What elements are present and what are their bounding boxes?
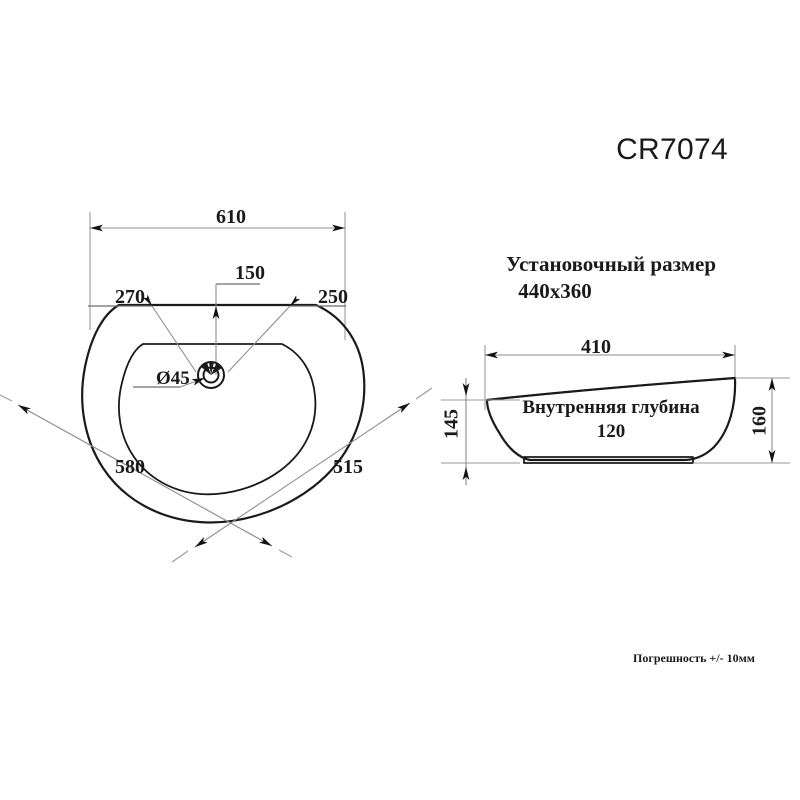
basin-outer-outline <box>81 303 366 524</box>
dimension-label-left-height: 145 <box>440 409 463 439</box>
install-size-title: Установочный размер <box>505 252 717 276</box>
inner-depth-label: Внутренняя глубина <box>522 397 700 418</box>
dimension-rear-right-radius <box>227 295 346 373</box>
overall-width-extension-lines <box>89 212 346 340</box>
basin-rim-top-line <box>486 377 736 401</box>
drain-symbol <box>197 361 225 389</box>
side-view-group <box>441 345 790 485</box>
dimension-drain-offset <box>212 283 260 375</box>
dimension-diagonal-580 <box>171 387 433 563</box>
basin-base <box>523 456 694 464</box>
inner-depth-value: 120 <box>596 421 626 442</box>
dimension-drain-diameter <box>133 377 206 388</box>
dimension-label-rear-left-radius: 270 <box>115 286 145 308</box>
dimension-rear-left-radius <box>88 294 197 373</box>
top-view-group <box>0 212 433 563</box>
dimension-diagonal-515 <box>0 394 293 558</box>
dimension-right-height <box>693 377 790 464</box>
basin-side-profile <box>485 376 737 462</box>
dimension-label-overall-width: 610 <box>216 206 246 228</box>
dimension-label-drain-offset: 150 <box>235 262 265 284</box>
dimension-label-diagonal-515: 515 <box>333 456 363 478</box>
dimension-label-rim-width: 410 <box>581 336 611 358</box>
dimension-label-rear-right-radius: 250 <box>318 286 348 308</box>
tolerance-note: Погрешность +/- 10мм <box>633 651 755 665</box>
dimension-left-height <box>441 378 520 485</box>
product-code: CR7074 <box>616 133 728 166</box>
dimension-label-diagonal-580: 580 <box>115 456 145 478</box>
dimension-label-right-height: 160 <box>748 406 771 436</box>
install-size-value: 440х360 <box>518 279 592 303</box>
dimension-label-drain-diameter: Ø45 <box>156 368 190 389</box>
